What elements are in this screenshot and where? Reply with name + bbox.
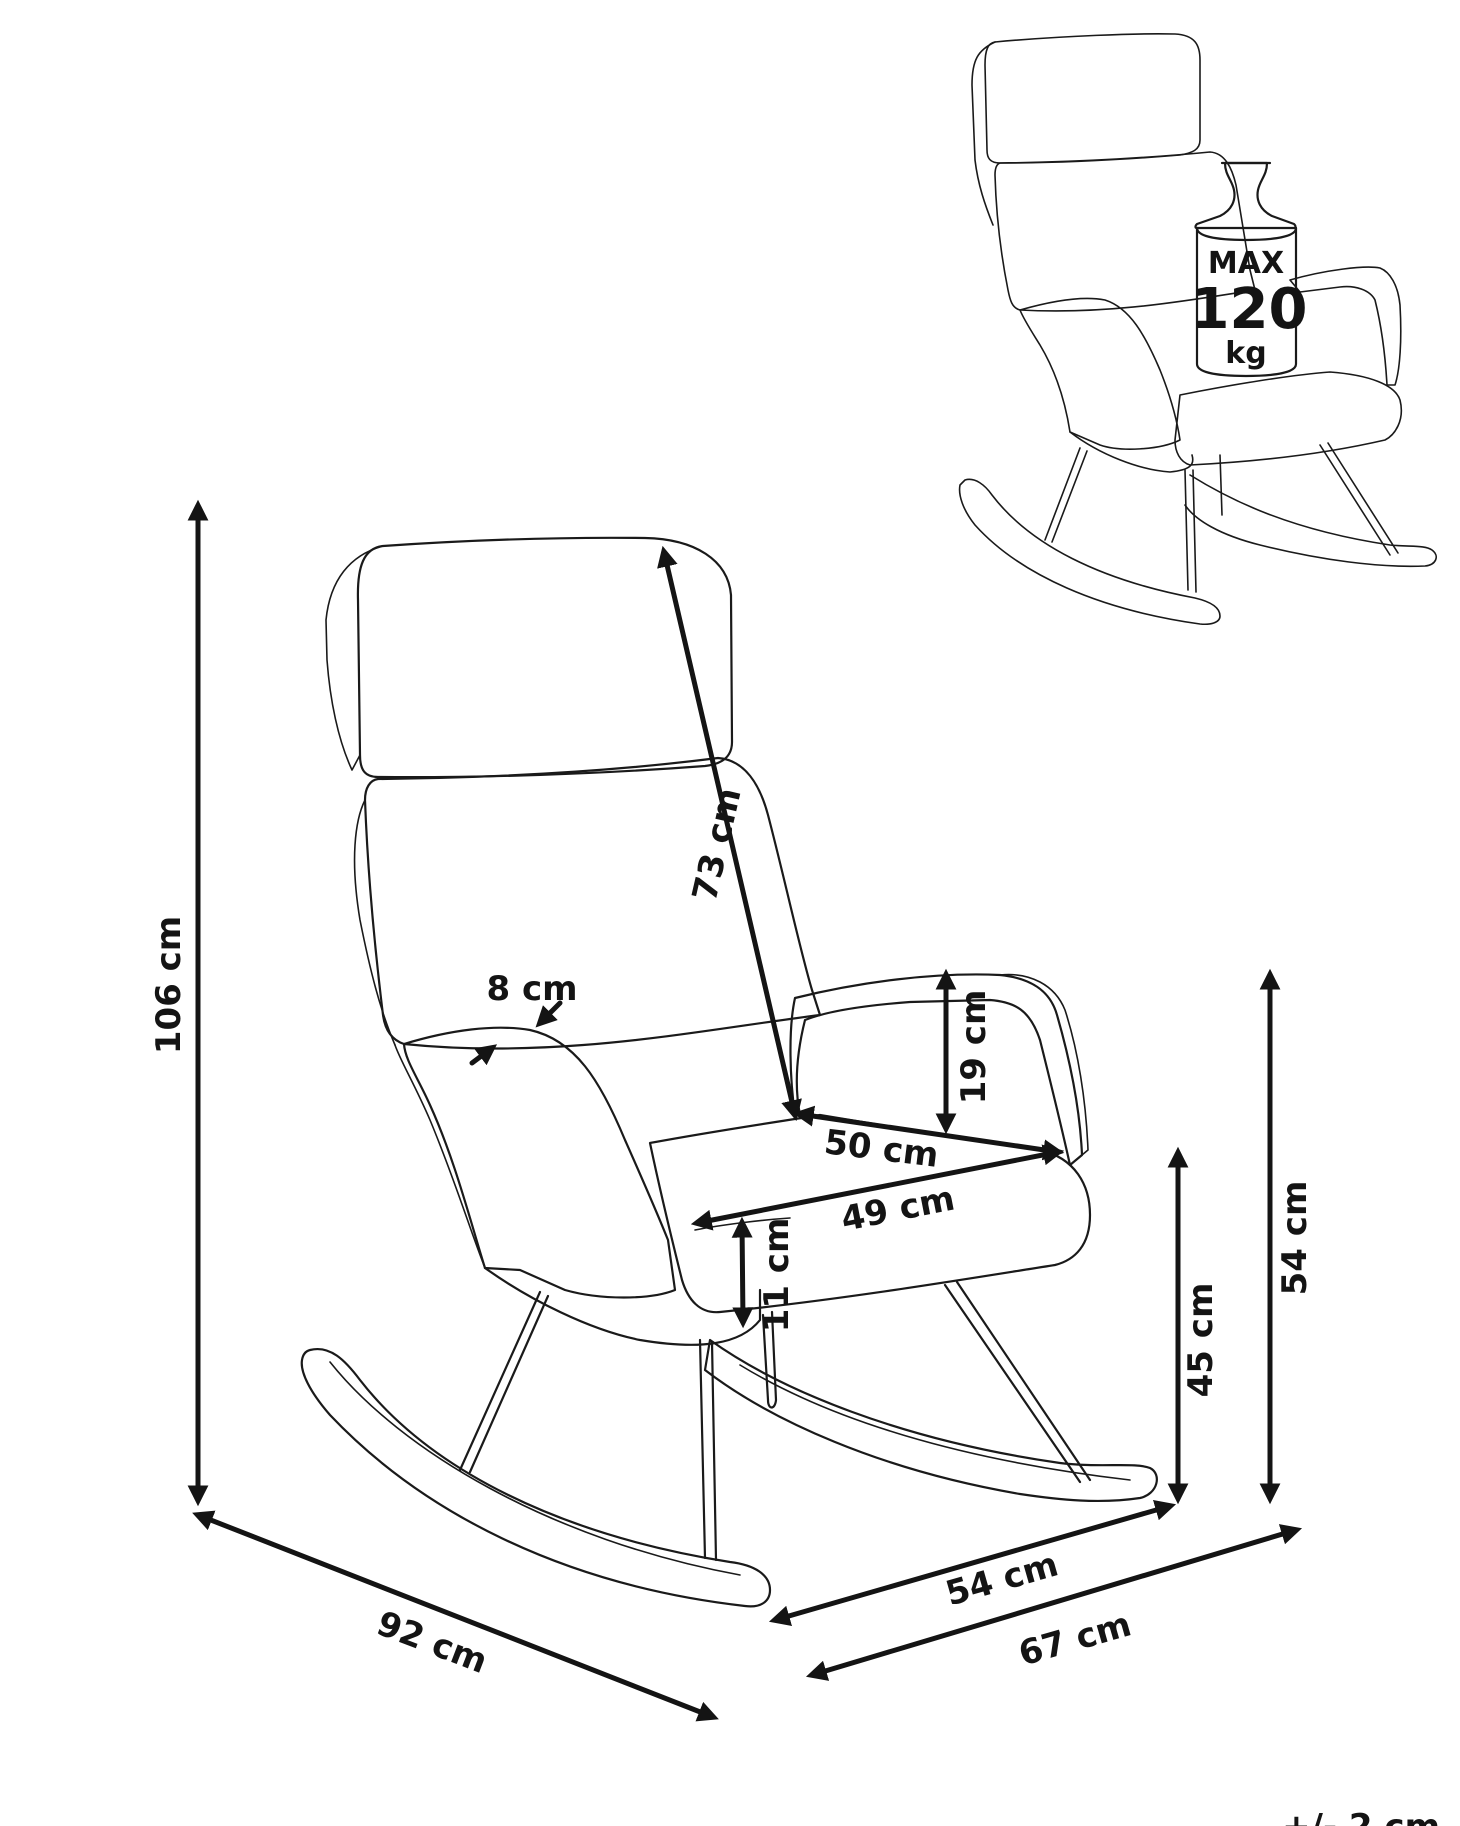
- label-armrest-height: 19 cm: [954, 990, 994, 1105]
- label-armrest-floor-height: 54 cm: [1275, 1181, 1315, 1296]
- backrest-side: [353, 799, 396, 1046]
- backrest: [363, 756, 822, 1050]
- headrest-side: [325, 545, 384, 771]
- dim-armrest-width-b: [469, 1044, 498, 1066]
- chair-legs: [458, 1280, 1092, 1562]
- label-seat-height: 45 cm: [1181, 1283, 1221, 1398]
- tolerance-note: +/- 2 cm: [1282, 1807, 1440, 1826]
- left-rocker: [300, 1347, 772, 1608]
- badge-weight-value: 120: [1191, 277, 1308, 342]
- label-seat-thickness: 11 cm: [757, 1218, 797, 1333]
- dimension-labels: 106 cm 73 cm 8 cm 19 cm 50 cm 49 cm 11 c…: [149, 784, 1315, 1682]
- dim-total-depth: [192, 1510, 719, 1722]
- left-armrest: [402, 1026, 677, 1299]
- dim-seat-width: [690, 1144, 1065, 1231]
- main-chair-drawing: [300, 536, 1158, 1608]
- left-armrest-front: [394, 1044, 486, 1269]
- dim-total-width: [805, 1524, 1303, 1681]
- label-seat-width: 49 cm: [838, 1179, 958, 1240]
- max-load-badge: MAX 120 kg: [1191, 161, 1308, 378]
- label-total-depth: 92 cm: [371, 1604, 492, 1682]
- label-total-width: 67 cm: [1014, 1604, 1135, 1674]
- badge-max-text: MAX: [1208, 246, 1284, 281]
- dim-armrest-width-a: [535, 1000, 563, 1028]
- label-total-height: 106 cm: [149, 916, 189, 1054]
- dim-seat-thickness: [731, 1216, 754, 1329]
- inset-chair-drawing: MAX 120 kg: [958, 33, 1437, 626]
- dimension-lines: [187, 499, 1303, 1722]
- dim-backrest-height: [657, 545, 802, 1122]
- badge-unit-text: kg: [1225, 336, 1266, 371]
- right-rocker: [703, 1338, 1158, 1503]
- label-armrest-width: 8 cm: [486, 969, 577, 1009]
- right-armrest-side: [999, 973, 1089, 1156]
- seat-shell: [483, 1266, 762, 1346]
- headrest: [356, 536, 734, 779]
